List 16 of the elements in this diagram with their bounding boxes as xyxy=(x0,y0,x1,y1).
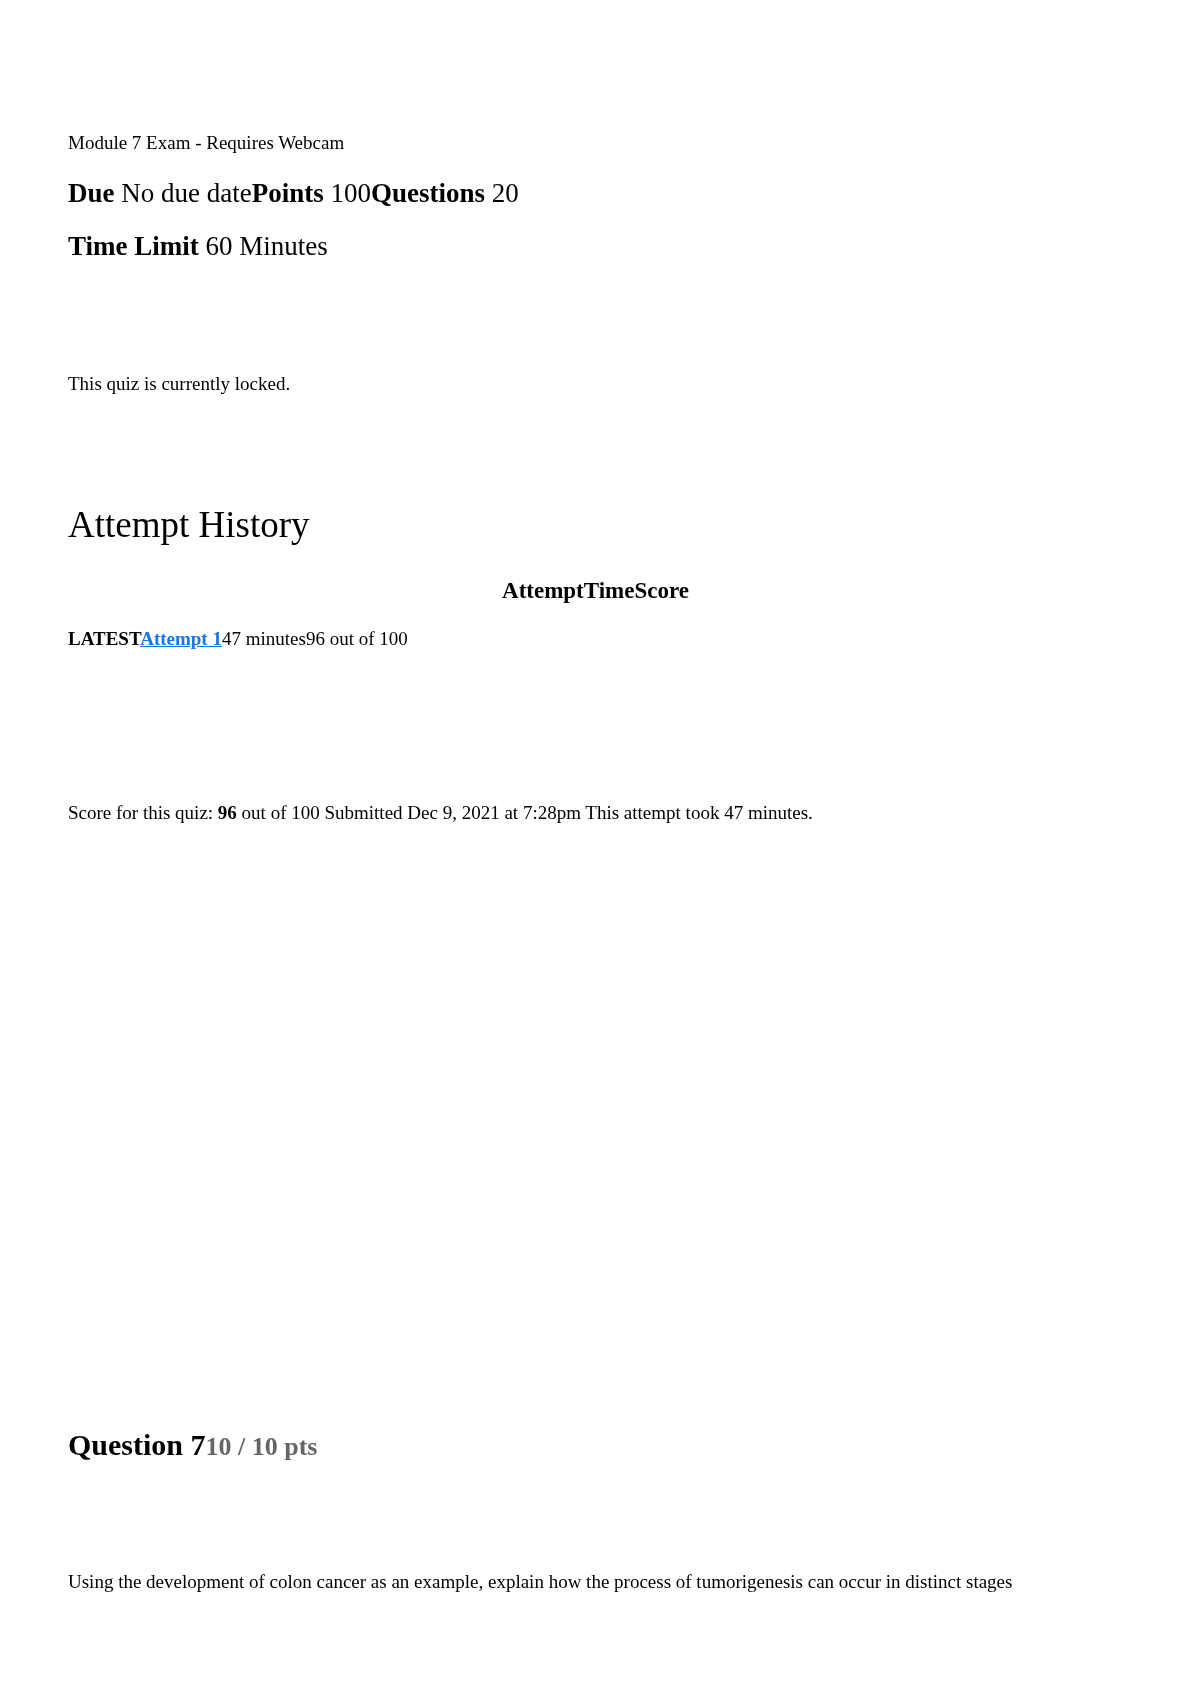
column-header: Score xyxy=(634,578,689,603)
table-cell-text: 96 out of 100 xyxy=(305,628,408,649)
quiz-details: Time Limit 60 Minutes xyxy=(68,231,328,262)
points-text: 10 / 10 pts xyxy=(205,1432,318,1461)
table-cell-text: 47 minutes xyxy=(221,628,306,649)
question-heading: Question 7 xyxy=(68,1428,206,1461)
column-header: Time xyxy=(583,578,635,603)
attempt-link: Attempt 1 xyxy=(140,628,222,649)
status-tag: LATEST xyxy=(68,628,141,649)
page-heading: Module 7 Exam - Requires Webcam xyxy=(68,132,345,154)
status-message: This quiz is currently locked. xyxy=(68,373,291,395)
column-header: Attempt xyxy=(502,578,584,603)
question-text: Using the development of colon cancer as an example, explain how the process of tumorigenesis can occur in distinct stages xyxy=(68,1571,1013,1593)
quiz-details: Due No due datePoints 100Questions 20 xyxy=(68,178,519,209)
score-summary: Score for this quiz: 96 out of 100 Submitted Dec 9, 2021 at 7:28pm This attempt took 47 minutes. xyxy=(68,802,813,824)
section-heading: Attempt History xyxy=(68,503,310,546)
